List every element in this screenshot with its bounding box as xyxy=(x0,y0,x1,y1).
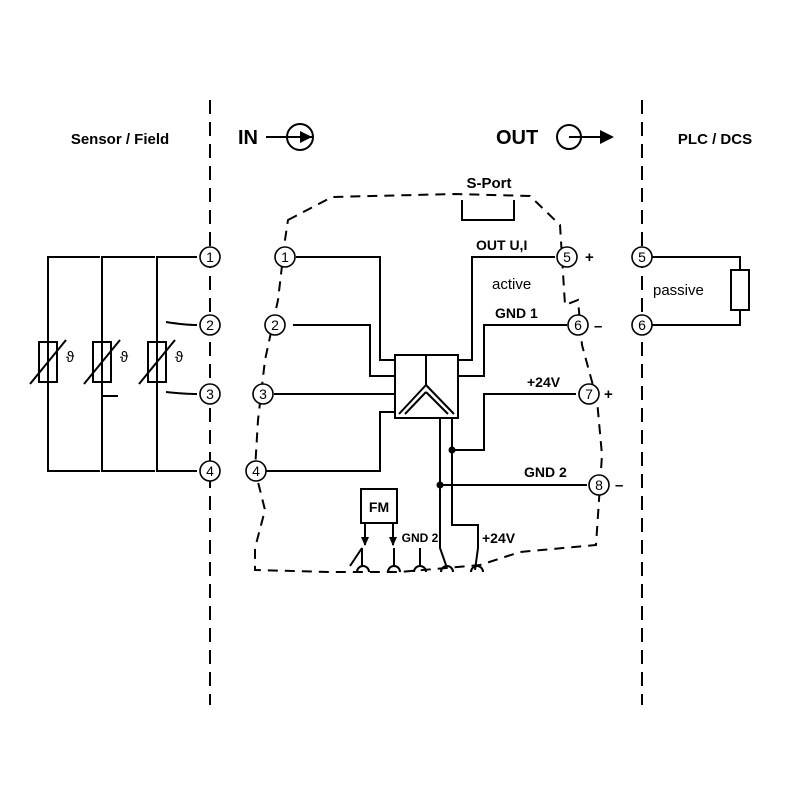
field-terminal-3: 3 xyxy=(199,383,221,405)
svg-text:7: 7 xyxy=(585,386,593,402)
field-terminal-4: 4 xyxy=(199,460,221,482)
sensor-field-label: Sensor / Field xyxy=(71,131,169,148)
in-arrow-icon xyxy=(266,123,314,151)
module-in-terminal-3: 3 xyxy=(252,383,274,405)
svg-text:2: 2 xyxy=(271,317,279,333)
gnd1-label: GND 1 xyxy=(495,305,538,321)
polarity-minus-6: – xyxy=(594,318,602,335)
junction-dot-24v xyxy=(448,446,456,454)
out-arrow-icon xyxy=(556,124,614,150)
svg-text:3: 3 xyxy=(259,386,267,402)
svg-text:1: 1 xyxy=(206,249,214,265)
temperature-symbol-2: ϑ xyxy=(120,349,129,366)
svg-text:3: 3 xyxy=(206,386,214,402)
module-out-terminal-5: 5 xyxy=(556,246,578,268)
junction-dot-gnd2 xyxy=(436,481,444,489)
plc-terminal-6: 6 xyxy=(631,314,653,336)
sensor-element-3 xyxy=(138,256,198,472)
module-out-terminal-6: 6 xyxy=(567,314,589,336)
svg-text:2: 2 xyxy=(206,317,214,333)
in-label: IN xyxy=(238,127,258,149)
s-port-label: S-Port xyxy=(467,175,512,192)
svg-text:4: 4 xyxy=(252,463,260,479)
sensor-element-2 xyxy=(83,256,155,472)
wire-24v-bus xyxy=(451,418,479,571)
sensor-element-1 xyxy=(29,256,100,472)
plc-terminal-5: 5 xyxy=(631,246,653,268)
polarity-plus-5: + xyxy=(585,249,594,266)
temperature-symbol-3: ϑ xyxy=(175,349,184,366)
isolation-amplifier-block xyxy=(394,354,459,419)
out-ui-label: OUT U,I xyxy=(476,237,527,253)
svg-text:1: 1 xyxy=(281,249,289,265)
svg-text:5: 5 xyxy=(563,249,571,265)
passive-label: passive xyxy=(653,282,704,299)
plc-wire-6 xyxy=(652,310,741,326)
fm-arrow-right xyxy=(389,537,397,546)
active-label: active xyxy=(492,276,531,293)
gnd2-bus-label: GND 2 xyxy=(402,531,439,545)
fm-label: FM xyxy=(369,499,389,515)
wire-in-2 xyxy=(293,324,395,377)
s-port-connector xyxy=(461,200,515,221)
svg-text:6: 6 xyxy=(574,317,582,333)
module-in-terminal-4: 4 xyxy=(245,460,267,482)
wire-out-5 xyxy=(458,256,555,361)
polarity-plus-7: + xyxy=(604,386,613,403)
plc-wire-5 xyxy=(652,256,741,270)
polarity-minus-8: – xyxy=(615,477,623,494)
wire-out-7 xyxy=(452,393,576,451)
wire-out-6 xyxy=(458,324,567,377)
gnd2-label: GND 2 xyxy=(524,464,567,480)
field-terminal-2: 2 xyxy=(199,314,221,336)
plus24v-out-label: +24V xyxy=(527,374,561,390)
module-out-terminal-8: 8 xyxy=(588,474,610,496)
wire-gnd2-bus xyxy=(439,418,448,569)
module-in-terminal-1: 1 xyxy=(274,246,296,268)
svg-text:6: 6 xyxy=(638,317,646,333)
svg-text:4: 4 xyxy=(206,463,214,479)
temperature-symbol-1: ϑ xyxy=(66,349,75,366)
svg-text:5: 5 xyxy=(638,249,646,265)
bus-connector xyxy=(349,547,484,573)
fm-module-box xyxy=(360,488,398,524)
module-in-terminal-2: 2 xyxy=(264,314,286,336)
wire-in-1 xyxy=(296,256,395,361)
field-terminal-1: 1 xyxy=(199,246,221,268)
plc-load-resistor xyxy=(730,269,750,311)
plus24v-bus-label: +24V xyxy=(482,530,516,546)
out-label: OUT xyxy=(496,127,538,149)
module-out-terminal-7: 7 xyxy=(578,383,600,405)
plc-dcs-label: PLC / DCS xyxy=(678,131,752,148)
wire-in-4 xyxy=(266,411,395,472)
fm-arrow-left xyxy=(361,537,369,546)
svg-text:8: 8 xyxy=(595,477,603,493)
